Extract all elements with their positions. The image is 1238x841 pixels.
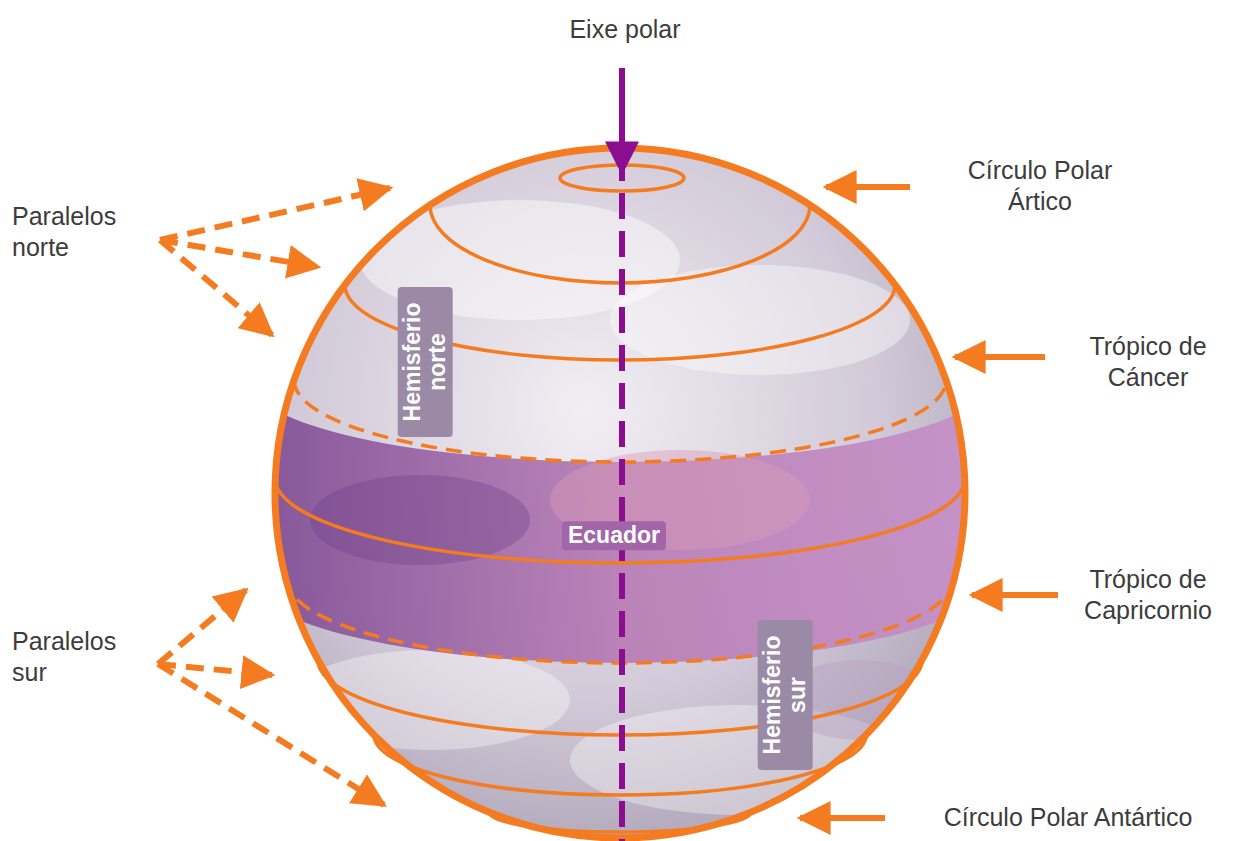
callout-arrows — [800, 187, 1058, 818]
hemisphere-label: Hemisferio norte — [398, 287, 453, 437]
tropic-label: Trópico de Capricornio — [1066, 564, 1231, 627]
hemisphere-label: Hemisferio sur — [758, 620, 813, 770]
polar-axis — [619, 155, 625, 841]
circle-label: Círculo Polar Ártico — [938, 155, 1143, 218]
group-label: Paralelos sur — [12, 626, 152, 689]
group-label: Paralelos norte — [12, 201, 152, 264]
leader-arrows — [158, 188, 390, 805]
tropic-label: Trópico de Cáncer — [1063, 331, 1233, 394]
equator-label: Ecuador — [562, 521, 666, 550]
circle-label: Círculo Polar Antártico — [908, 802, 1228, 833]
axis-label: Eixe polar — [505, 14, 745, 45]
axis-arrow — [619, 68, 625, 172]
